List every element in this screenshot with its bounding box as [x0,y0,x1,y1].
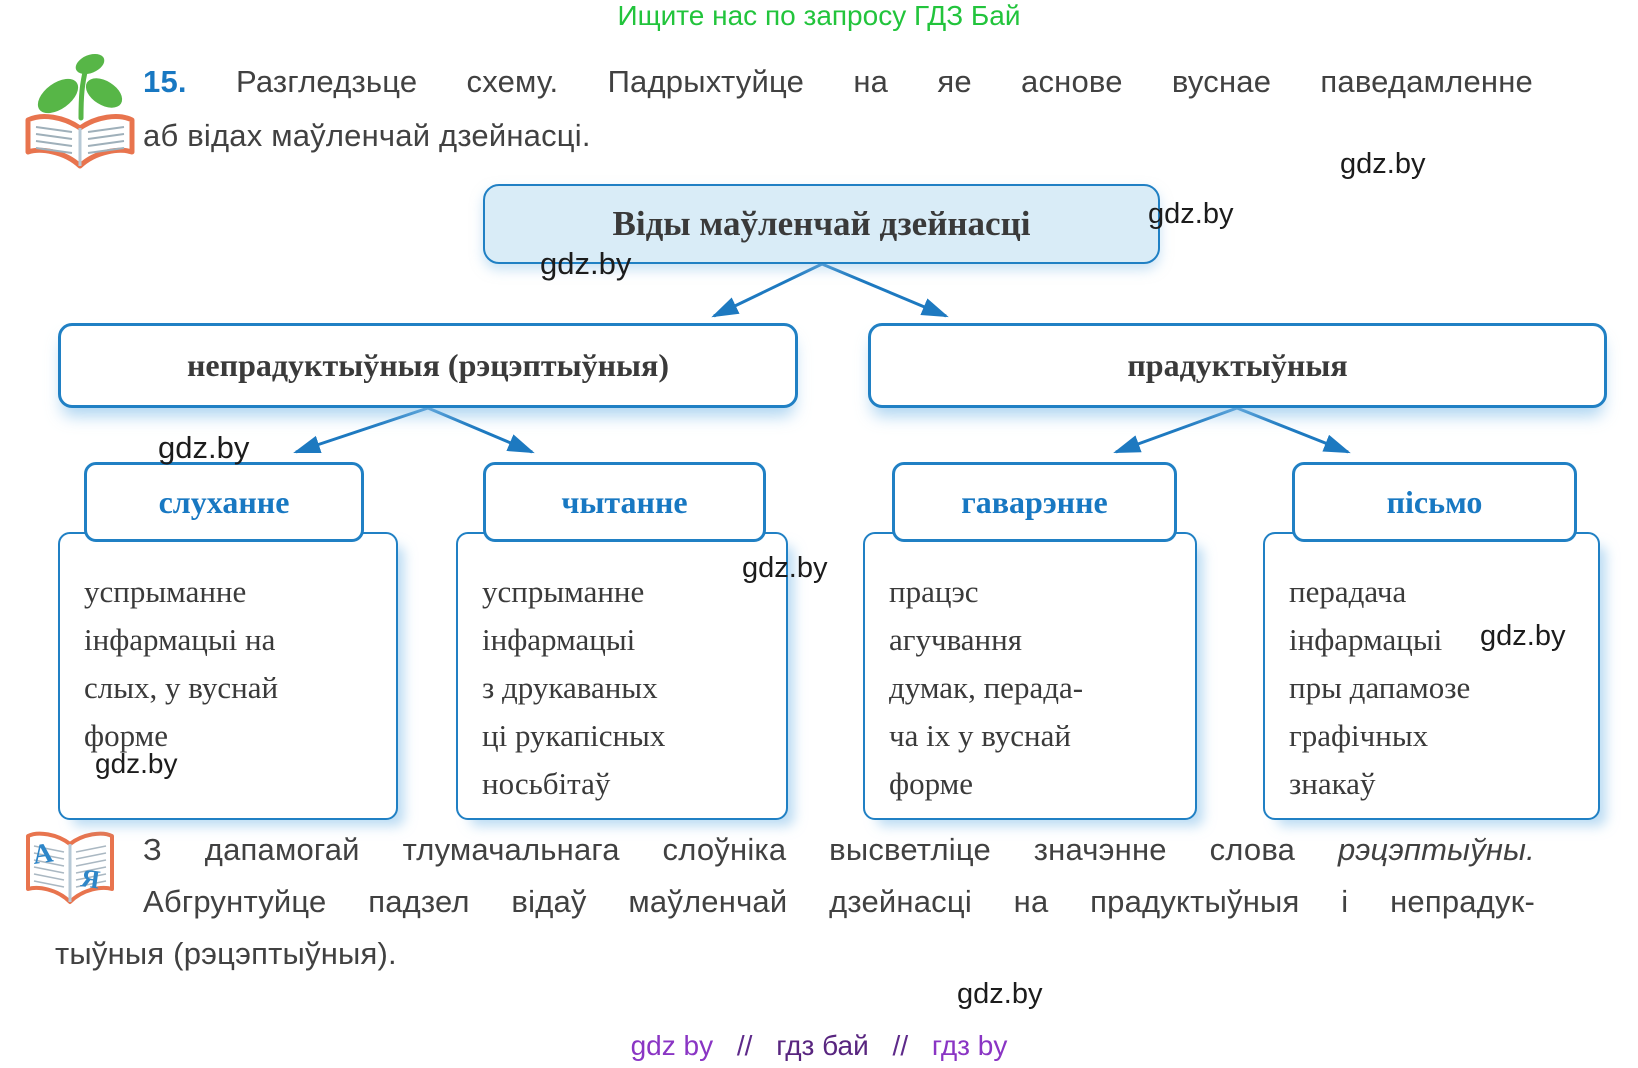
diagram-branch-productive: прадуктыўныя [868,323,1607,408]
dictionary-book-icon: А Я [26,831,114,904]
promo-banner: Ищите нас по запросу ГДЗ Бай [617,0,1021,31]
arrow-left-1 [293,406,429,454]
diagram-leaf-reading-label: чытанне [483,462,766,542]
footer-keyword-2: гдз бай [776,1030,869,1061]
gdz-watermark: gdz.by [1340,148,1426,180]
gdz-watermark: gdz.by [957,978,1043,1010]
diagram-branch-nonproductive: непрадуктыўныя (рэцэптыўныя) [58,323,798,408]
arrow-root-left [711,262,823,318]
diagram-root-box: Віды маўленчай дзейнасці [483,184,1160,264]
diagram-leaf-speaking-desc: працэс агучвання думак, перада- ча іх у … [863,532,1197,820]
exercise2-line1: З дапамогай тлумачальнага слоўніка высве… [143,832,1535,868]
exercise2-line1-normal: З дапамогай тлумачальнага слоўніка высве… [143,832,1296,867]
exercise2-line3: тыўныя (рэцэптыўныя). [55,936,397,971]
gdz-watermark: gdz.by [1148,198,1234,230]
gdz-watermark: gdz.by [540,246,632,281]
gdz-watermark: gdz.by [158,430,250,465]
footer-keyword-3: гдз by [931,1030,1008,1061]
gdz-watermark: gdz.by [1480,620,1566,652]
footer-separator-1: // [736,1030,753,1061]
exercise2-line1-italic-term: рэцэптыўны. [1338,832,1535,867]
arrow-root-right [821,262,949,318]
task-text-line1: 15. Разгледзьце схему. Падрыхтуйце на яе… [143,64,1533,100]
diagram-leaf-writing-label: пісьмо [1292,462,1577,542]
arrow-right-1 [1113,406,1238,454]
arrow-right-2 [1236,406,1351,454]
book-sprout-icon [25,53,135,169]
footer-separator-2: // [892,1030,909,1061]
gdz-watermark: gdz.by [742,552,828,584]
diagram-leaf-speaking-label: гаварэнне [892,462,1177,542]
diagram-leaf-writing-desc: перадача інфармацыі пры дапамозе графічн… [1263,532,1600,820]
task-text-line1-body: Разгледзьце схему. Падрыхтуйце на яе асн… [235,64,1533,99]
task-text-line2: аб відах маўленчай дзейнасці. [143,118,591,153]
exercise2-line2: Абгрунтуйце падзел відаў маўленчай дзейн… [143,884,1535,919]
footer-keyword-1: gdz by [630,1030,714,1061]
diagram-leaf-reading-desc: успрыманне інфармацыі з друкаваных ці ру… [456,532,788,820]
diagram-leaf-listening-desc: успрыманне інфармацыі на слых, у вуснай … [58,532,398,820]
footer-keywords: gdz by // гдз бай // гдз by [0,1030,1638,1062]
svg-text:Я: Я [79,863,102,894]
arrow-left-2 [427,406,535,454]
task-number: 15. [143,64,187,99]
diagram-leaf-listening-label: слуханне [84,462,364,542]
gdz-watermark: gdz.by [95,748,178,779]
